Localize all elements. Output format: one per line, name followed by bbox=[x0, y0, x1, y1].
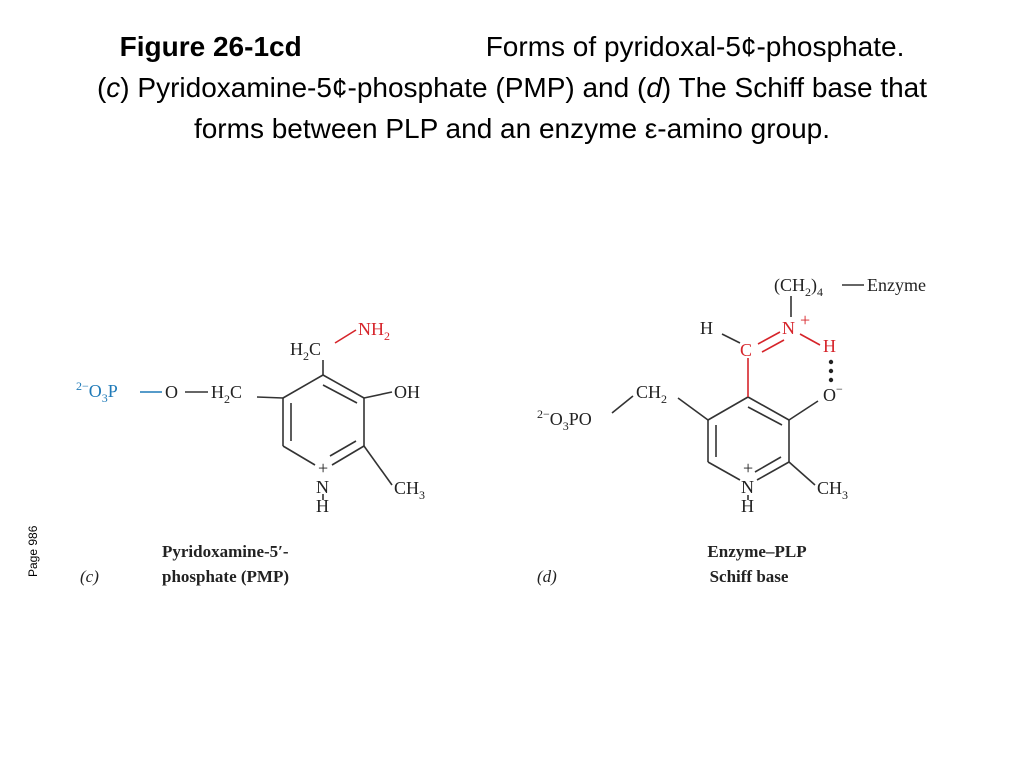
schiff-bond-h-c bbox=[721, 333, 741, 344]
schiff-phosphate-label: 2−O3PO bbox=[537, 407, 592, 433]
pmp-bond-ch2-nh2 bbox=[334, 329, 357, 344]
schiff-enzyme-label: Enzyme bbox=[867, 275, 926, 295]
schiff-ring-n-label: N bbox=[741, 477, 754, 497]
schiff-hbond-dot-2 bbox=[828, 368, 834, 374]
pmp-h2c-top-label: H2C bbox=[290, 339, 321, 363]
figure-number: Figure 26-1cd bbox=[119, 31, 302, 62]
pmp-oh-label: OH bbox=[394, 382, 420, 402]
panel-d-schiff-base: (CH2)4 Enzyme H C N + H O− 2−O3PO CH2 + … bbox=[537, 275, 926, 586]
schiff-bond-ch2-opo bbox=[611, 395, 634, 414]
schiff-n-plus-label: + bbox=[800, 310, 810, 330]
schiff-h-left-label: H bbox=[700, 318, 713, 338]
schiff-bond-n-c6 bbox=[707, 461, 741, 481]
panel-c-caption-line1: Pyridoxamine-5′- bbox=[162, 542, 289, 561]
panel-c-letter: (c) bbox=[80, 567, 99, 586]
schiff-bond-c4-c3-double bbox=[747, 406, 783, 426]
letter-d: d bbox=[646, 72, 662, 103]
pmp-bond-c3-c2 bbox=[322, 374, 365, 399]
pmp-ch3-label: CH3 bbox=[394, 478, 425, 502]
schiff-bond-c2-ch3 bbox=[788, 461, 816, 486]
schiff-c-label: C bbox=[740, 340, 752, 360]
schiff-bond-c-n bbox=[757, 331, 781, 345]
panel-c-caption-line2: phosphate (PMP) bbox=[162, 567, 289, 586]
panel-c-pmp: NH2 H2C 2−O3P O H2C OH + N H CH3 (c) Pyr… bbox=[76, 319, 425, 586]
schiff-ch2-chain-label: (CH2)4 bbox=[774, 275, 823, 299]
pmp-nh2-label: NH2 bbox=[358, 319, 390, 343]
schiff-bond-c1-n bbox=[756, 461, 790, 481]
schiff-bond-c3-c2 bbox=[747, 396, 790, 421]
pmp-bond-n-c6 bbox=[282, 445, 316, 466]
schiff-bond-n-h bbox=[799, 333, 821, 346]
pmp-h2c-left-label: H2C bbox=[211, 382, 242, 406]
pmp-bond-c3-oh bbox=[363, 391, 393, 399]
caption-text-d: ) The Schiff base that forms between PLP… bbox=[193, 72, 928, 144]
pmp-ring-h-label: H bbox=[316, 496, 329, 516]
schiff-hbond-dot-3 bbox=[828, 377, 834, 383]
schiff-ring-h-label: H bbox=[741, 496, 754, 516]
figure-heading: Forms of pyridoxal-5¢-phosphate. bbox=[485, 31, 905, 62]
pmp-bond-c2-ch3 bbox=[363, 445, 393, 486]
schiff-ch3-label: CH3 bbox=[817, 478, 848, 502]
panel-d-caption-line1: Enzyme–PLP bbox=[707, 542, 806, 561]
schiff-bond-c5-c4 bbox=[707, 396, 749, 421]
panel-d-letter: (d) bbox=[537, 567, 557, 586]
letter-c: c bbox=[106, 72, 121, 103]
pmp-phosphate-label: 2−O3P bbox=[76, 379, 118, 405]
pmp-bond-c5-ch2 bbox=[256, 396, 284, 399]
pmp-bond-c1-n bbox=[331, 445, 365, 466]
pmp-o-link-label: O bbox=[165, 382, 178, 402]
schiff-bond-c5-ch2 bbox=[677, 397, 709, 421]
panel-d-caption-line2: Schiff base bbox=[710, 567, 789, 586]
schiff-hbond-dot-1 bbox=[828, 359, 834, 365]
schiff-ring-n-plus-label: + bbox=[743, 458, 753, 478]
caption-text-c: ) Pyridoxamine-5¢-phosphate (PMP) and ( bbox=[120, 72, 647, 103]
pmp-ring-bonds bbox=[282, 374, 365, 466]
schiff-bond-c-n-double bbox=[761, 339, 785, 353]
schiff-o-minus-label: O− bbox=[823, 382, 843, 405]
pmp-bond-c1-n-double bbox=[329, 440, 357, 457]
schiff-bond-c1-n-double bbox=[754, 456, 782, 473]
pmp-ring-n-label: N bbox=[316, 477, 329, 497]
schiff-bond-c3-o bbox=[788, 400, 819, 421]
schiff-ch2-ring-label: CH2 bbox=[636, 382, 667, 406]
paren-open-c: ( bbox=[96, 72, 107, 103]
pmp-bond-c4-c3-double bbox=[322, 384, 358, 404]
schiff-n-label: N bbox=[782, 318, 795, 338]
figure-title: Figure 26-1cd Forms of pyridoxal-5¢-phosp… bbox=[60, 26, 964, 149]
schiff-ring-bonds bbox=[707, 396, 790, 481]
pmp-bond-c5-c4 bbox=[282, 374, 324, 399]
pmp-n-plus-label: + bbox=[318, 458, 328, 478]
schiff-h-red-label: H bbox=[823, 336, 836, 356]
